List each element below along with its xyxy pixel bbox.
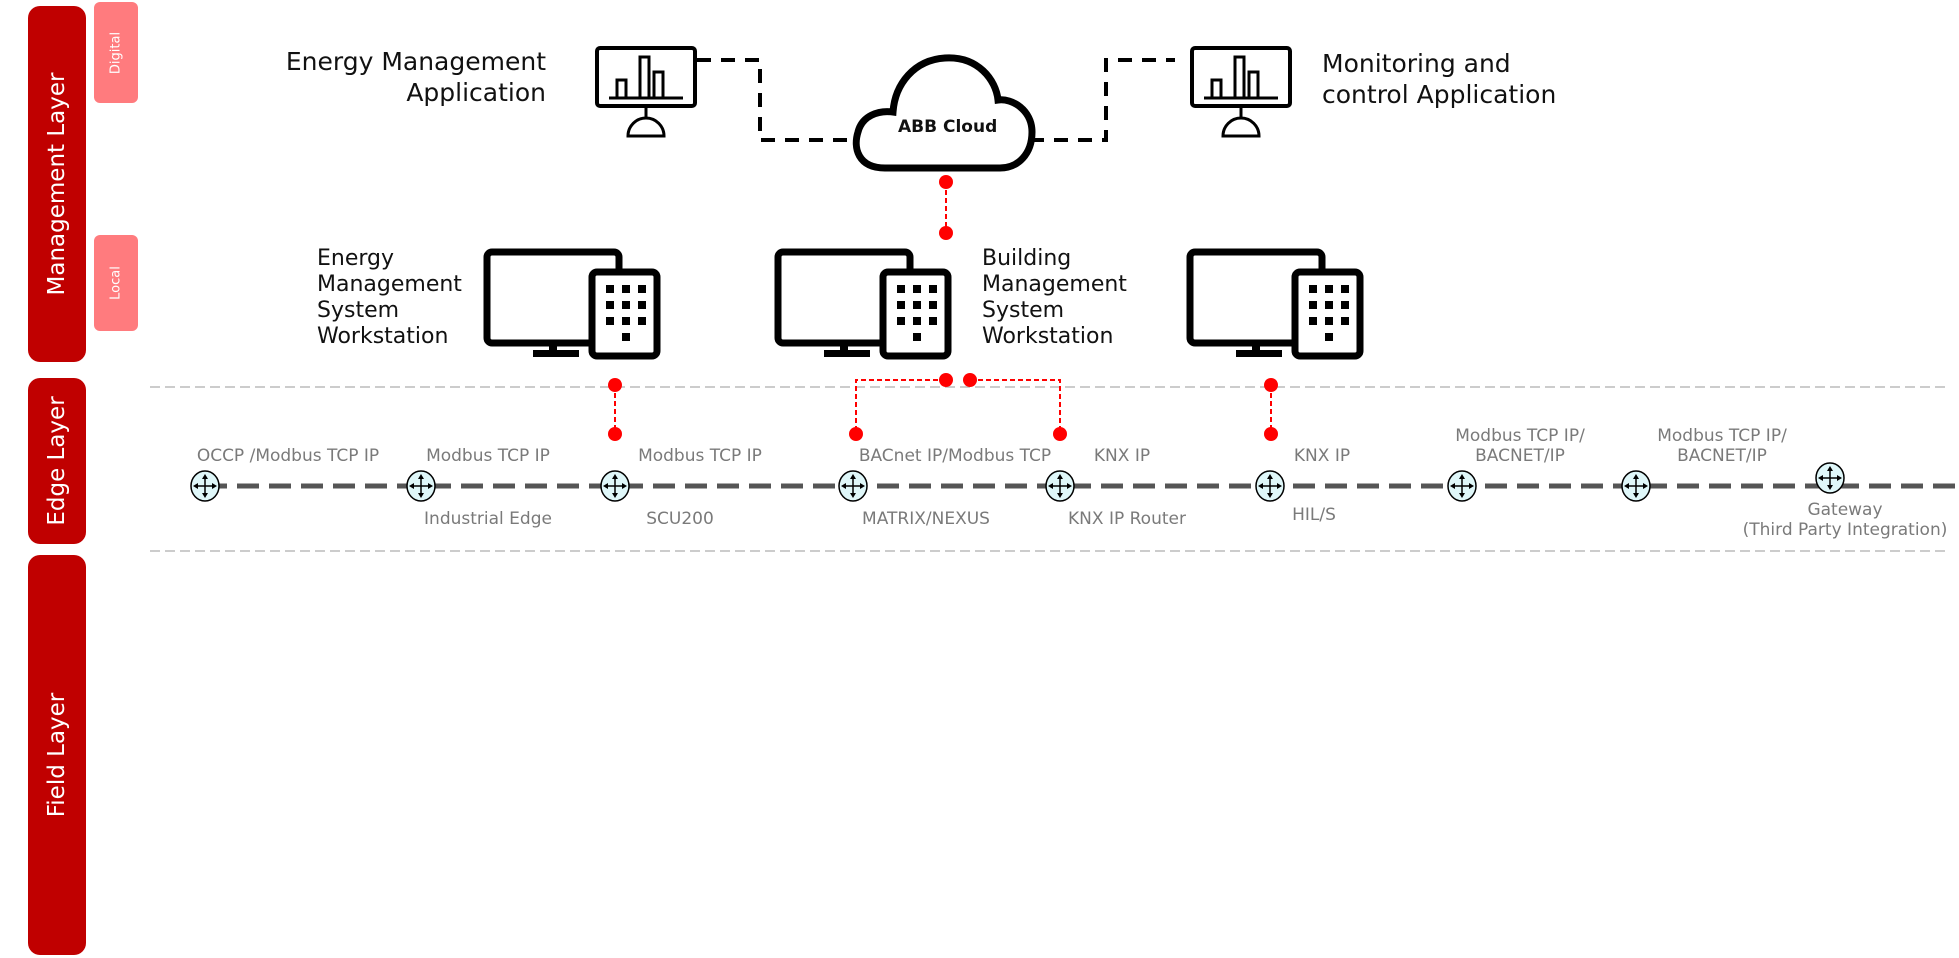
connector-dot [939, 373, 953, 387]
ems-label-line: Workstation [317, 324, 449, 349]
protocol-label: KNX IP [1222, 446, 1422, 466]
third-workstation-icon [1186, 248, 1364, 360]
monitoring-app-label-line: Monitoring and [1322, 49, 1511, 78]
protocol-label-line: Modbus TCP IP [426, 446, 550, 466]
device-label-line: HIL/S [1292, 505, 1336, 525]
connector-dot [849, 427, 863, 441]
protocol-label-line: OCCP /Modbus TCP IP [196, 446, 380, 466]
energy-app-label-line: Energy Management [285, 47, 546, 76]
protocol-label: Modbus TCP IP/BACNET/IP [1622, 426, 1822, 466]
monitoring-app-monitor-icon [1190, 46, 1292, 138]
router-icon [600, 470, 630, 502]
router-icon [838, 470, 868, 502]
protocol-label-line: Modbus TCP IP/ [1657, 426, 1787, 446]
device-label-line: Industrial Edge [424, 509, 552, 529]
device-label-line: Gateway [1807, 500, 1883, 520]
protocol-label-line: BACNET/IP [1475, 446, 1565, 466]
energy-app-monitor-icon [595, 46, 697, 138]
connector-dot [1053, 427, 1067, 441]
cloud-icon [852, 54, 1036, 172]
ems-workstation-label: Energy Management System Workstation [317, 246, 462, 350]
protocol-label-line: Modbus TCP IP [638, 446, 762, 466]
digital-sub-band: Digital [94, 2, 138, 103]
bms-label-line: System [982, 298, 1065, 323]
protocol-label: KNX IP [1022, 446, 1222, 466]
device-label-line: (Third Party Integration) [1742, 520, 1948, 540]
router-icon [1045, 470, 1075, 502]
bms-matrix-link [855, 379, 946, 434]
router-icon [190, 470, 220, 502]
ems-label-line: Energy [317, 246, 395, 271]
protocol-label-line: Modbus TCP IP/ [1455, 426, 1585, 446]
connector-dot [1264, 427, 1278, 441]
device-label: Industrial Edge [358, 509, 618, 529]
protocol-label-line: KNX IP [1093, 446, 1151, 466]
router-icon [1621, 470, 1651, 502]
protocol-label-line: BACNET/IP [1677, 446, 1767, 466]
router-icon [406, 470, 436, 502]
connector-dot [963, 373, 977, 387]
monitoring-app-label-line: control Application [1322, 80, 1557, 109]
bms-workstation-icon [774, 248, 952, 360]
bms-label-line: Building [982, 246, 1072, 271]
monitoring-app-label: Monitoring and control Application [1322, 48, 1556, 110]
protocol-label: OCCP /Modbus TCP IP [188, 446, 388, 466]
connector-dot [608, 378, 622, 392]
device-label: KNX IP Router [997, 509, 1257, 529]
device-label: SCU200 [550, 509, 810, 529]
bms-workstation-label: Building Management System Workstation [982, 246, 1127, 350]
energy-app-cloud-link [697, 58, 855, 142]
connector-dot [608, 427, 622, 441]
local-sub-band: Local [94, 235, 138, 331]
ems-label-line: System [317, 298, 400, 323]
protocol-label: Modbus TCP IP/BACNET/IP [1420, 426, 1620, 466]
protocol-label-line: KNX IP [1293, 446, 1351, 466]
monitoring-app-cloud-link [1030, 58, 1175, 142]
device-label-line: MATRIX/NEXUS [862, 509, 990, 529]
management-layer-band: Management Layer [28, 6, 86, 362]
connector-dot [939, 175, 953, 189]
connector-dot [939, 226, 953, 240]
device-label-line: KNX IP Router [1068, 509, 1186, 529]
field-layer-band: Field Layer [28, 555, 86, 955]
energy-app-label-line: Application [406, 78, 546, 107]
protocol-label-line: BACnet IP/Modbus TCP [858, 446, 1052, 466]
connector-dot [1264, 378, 1278, 392]
protocol-label: Modbus TCP IP [388, 446, 588, 466]
router-icon [1255, 470, 1285, 502]
device-label: MATRIX/NEXUS [796, 509, 1056, 529]
ems-workstation-icon [483, 248, 661, 360]
device-label: HIL/S [1184, 505, 1444, 525]
router-icon [1447, 470, 1477, 502]
cloud-label: ABB Cloud [898, 117, 998, 137]
protocol-label: BACnet IP/Modbus TCP [855, 446, 1055, 466]
device-label: Gateway(Third Party Integration) [1715, 500, 1959, 540]
energy-app-label: Energy Management Application [270, 46, 546, 108]
bms-label-line: Workstation [982, 324, 1114, 349]
bms-label-line: Management [982, 272, 1127, 297]
bms-knx-link [970, 379, 1061, 434]
edge-layer-band: Edge Layer [28, 378, 86, 544]
router-icon [1815, 462, 1845, 494]
protocol-label: Modbus TCP IP [600, 446, 800, 466]
ems-label-line: Management [317, 272, 462, 297]
device-label-line: SCU200 [646, 509, 714, 529]
